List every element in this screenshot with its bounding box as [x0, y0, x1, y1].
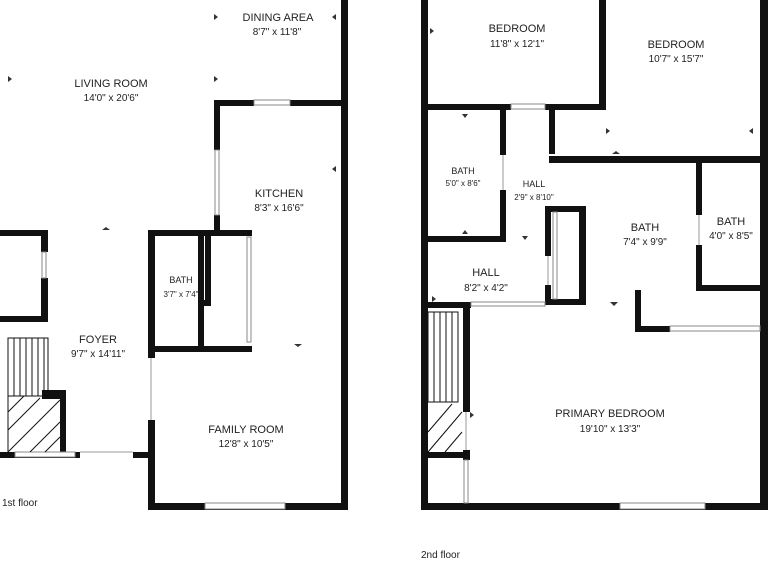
second-floor-windows: [463, 103, 761, 510]
room-name: HALL: [472, 267, 500, 279]
room-dimensions: 9'7" x 14'11": [71, 349, 126, 360]
room-name: BEDROOM: [489, 23, 546, 35]
room-dimensions: 8'2" x 4'2": [464, 283, 508, 294]
first-floor-windows: [14, 99, 291, 510]
room-name: BEDROOM: [648, 39, 705, 51]
first-floor-walls: [0, 0, 348, 510]
second-floor-stairs: [427, 311, 463, 453]
room-name: FOYER: [79, 334, 117, 346]
room-dimensions: 7'4" x 9'9": [623, 237, 667, 248]
room-name: BATH: [631, 222, 660, 234]
room-name: FAMILY ROOM: [208, 424, 283, 436]
room-dimensions: 10'7" x 15'7": [649, 54, 704, 65]
first-floor-doors: [80, 358, 152, 453]
second-floor-walls: [421, 0, 768, 510]
room-dimensions: 2'9" x 8'10": [514, 193, 554, 202]
room-dimensions: 12'8" x 10'5": [219, 439, 274, 450]
room-dimensions: 19'10" x 13'3": [580, 424, 641, 435]
room-dimensions: 14'0" x 20'6": [84, 93, 139, 104]
room-dimensions: 11'8" x 12'1": [490, 39, 545, 50]
room-name: PRIMARY BEDROOM: [555, 408, 665, 420]
second-floor-doors: [465, 155, 700, 450]
room-name: KITCHEN: [255, 188, 303, 200]
room-dimensions: 4'0" x 8'5": [709, 231, 753, 242]
room-name: HALL: [523, 179, 546, 189]
room-dimensions: 8'3" x 16'6": [254, 203, 304, 214]
first-floor-labels: DINING AREA 8'7" x 11'8" LIVING ROOM 14'…: [71, 12, 314, 450]
room-name: LIVING ROOM: [74, 78, 147, 90]
room-name: BATH: [451, 166, 474, 176]
room-name: DINING AREA: [243, 12, 315, 24]
room-dimensions: 5'0" x 8'6": [446, 179, 481, 188]
room-dimensions: 3'7" x 7'4": [164, 290, 199, 299]
room-name: BATH: [169, 275, 192, 285]
floor-label-second: 2nd floor: [421, 550, 461, 561]
corner-marks: [8, 14, 753, 418]
floor-label-first: 1st floor: [2, 498, 38, 509]
first-floor-stairs: [7, 337, 61, 453]
room-dimensions: 8'7" x 11'8": [253, 27, 302, 38]
room-name: BATH: [717, 216, 746, 228]
second-floor-labels: BEDROOM 11'8" x 12'1" BEDROOM 10'7" x 15…: [446, 23, 754, 435]
